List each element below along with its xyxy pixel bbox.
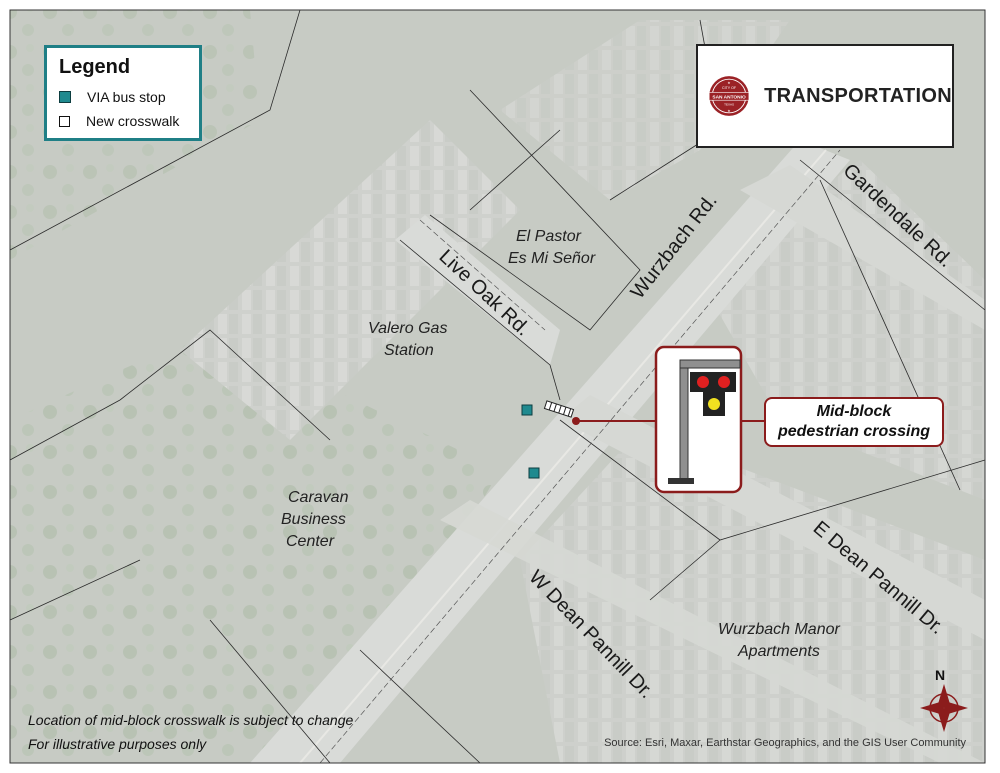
north-arrow-icon: N	[920, 667, 968, 732]
seal-middle-text: SAN ANTONIO	[712, 94, 746, 100]
place-label-caravan-2: Business	[281, 511, 346, 528]
map-border	[9, 9, 986, 764]
new-crosswalk	[543, 400, 575, 418]
crosswalk-swatch-icon	[59, 115, 70, 127]
legend-item-bus-stop: VIA bus stop	[59, 85, 187, 109]
illustrative-note: For illustrative purposes only	[28, 736, 207, 752]
disclaimer-note: Location of mid-block crosswalk is subje…	[28, 712, 354, 728]
callout-line-2: pedestrian crossing	[777, 423, 931, 440]
north-arrow-label: N	[935, 667, 945, 683]
place-label-wurzbach-manor-1: Wurzbach Manor	[718, 621, 840, 638]
seal-bottom-text: TEXAS	[724, 103, 734, 107]
city-logo-panel: CITY OF SAN ANTONIO TEXAS ★ ★ TRANSPORTA…	[696, 44, 954, 148]
bus-stop-south	[528, 467, 540, 479]
gardendale-road	[740, 165, 985, 330]
parcel-lines	[9, 9, 986, 764]
legend-item-crosswalk: New crosswalk	[59, 109, 187, 133]
city-seal-icon: CITY OF SAN ANTONIO TEXAS ★ ★	[708, 76, 750, 116]
legend-item-label: New crosswalk	[86, 113, 180, 129]
place-label-wurzbach-manor-2: Apartments	[737, 643, 820, 660]
place-label-valero-1: Valero Gas	[368, 320, 447, 337]
seal-top-text: CITY OF	[722, 86, 737, 90]
w-dean-pannill-road	[440, 500, 985, 763]
legend-panel: Legend VIA bus stop New crosswalk	[44, 45, 202, 141]
place-label-caravan-3: Center	[286, 533, 335, 550]
traffic-signal-icon	[654, 345, 743, 494]
place-label-valero-2: Station	[384, 342, 434, 359]
legend-item-label: VIA bus stop	[87, 89, 166, 105]
place-label-caravan-1: Caravan	[288, 489, 349, 506]
logo-title: TRANSPORTATION	[764, 84, 952, 107]
bus-stop-north	[521, 404, 533, 416]
live-oak-road	[395, 215, 560, 365]
bus-stop-swatch-icon	[59, 91, 71, 103]
townhouse-block	[180, 120, 520, 440]
svg-text:★: ★	[727, 109, 731, 113]
svg-text:★: ★	[727, 81, 731, 85]
callout-line-1: Mid-block	[816, 403, 892, 420]
legend-title: Legend	[59, 56, 131, 78]
place-label-el-pastor-2: Es Mi Señor	[508, 250, 596, 267]
apartments-block	[520, 430, 985, 763]
place-label-el-pastor-1: El Pastor	[516, 228, 582, 245]
source-credit: Source: Esri, Maxar, Earthstar Geographi…	[604, 737, 966, 749]
mid-block-crossing-callout: Mid-block pedestrian crossing	[764, 397, 944, 447]
